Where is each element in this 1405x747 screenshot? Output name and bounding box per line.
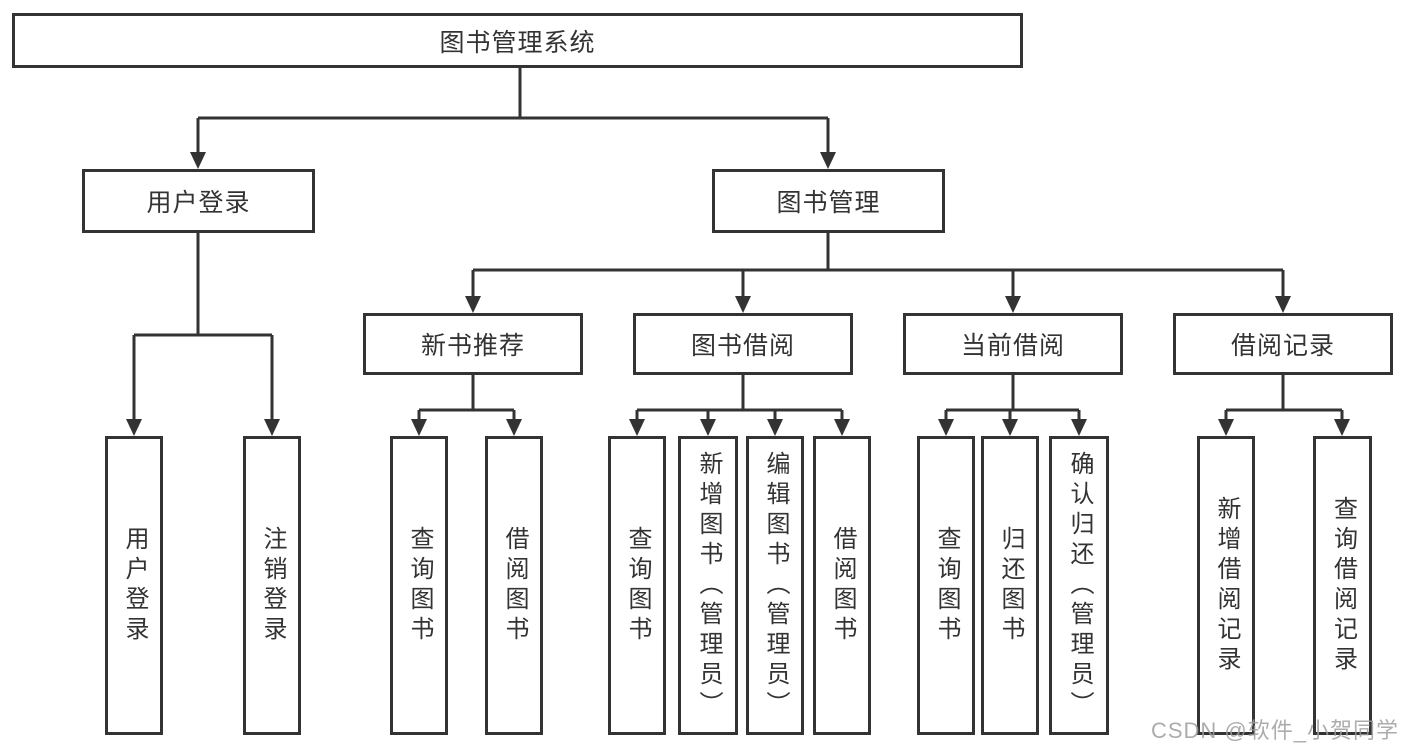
node-label: 图书管理: [776, 189, 881, 217]
node-label: 查询借阅记录: [1329, 495, 1357, 676]
node-borrow-books-borrowing: 借阅图书: [813, 436, 871, 735]
node-user-login: 用户登录: [82, 169, 315, 233]
node-add-books-admin: 新增图书（管理员）: [678, 436, 738, 735]
node-label: 新书推荐: [420, 332, 525, 360]
node-book-borrowing: 图书借阅: [633, 313, 853, 375]
node-label: 编辑图书（管理员）: [762, 450, 789, 721]
node-new-book-recommendation: 新书推荐: [363, 313, 583, 375]
node-label: 查询图书: [406, 525, 433, 646]
node-library-management-system: 图书管理系统: [12, 13, 1023, 68]
node-label: 借阅记录: [1230, 332, 1335, 360]
node-query-borrow-record: 查询借阅记录: [1313, 436, 1372, 735]
node-borrow-books-recommend: 借阅图书: [485, 436, 543, 735]
node-label: 当前借阅: [960, 332, 1065, 360]
node-label: 图书管理系统: [439, 28, 596, 57]
node-label: 查询图书: [624, 525, 651, 646]
node-query-books-borrowing: 查询图书: [608, 436, 666, 735]
node-label: 归还图书: [997, 525, 1024, 646]
node-label: 新增借阅记录: [1213, 495, 1240, 676]
node-label: 图书借阅: [690, 332, 795, 360]
node-query-books-current: 查询图书: [917, 436, 975, 735]
node-logout: 注销登录: [243, 436, 301, 735]
node-return-books: 归还图书: [981, 436, 1039, 735]
node-label: 查询图书: [933, 525, 960, 646]
node-label: 确认归还（管理员）: [1066, 450, 1093, 721]
node-add-borrow-record: 新增借阅记录: [1197, 436, 1255, 735]
node-confirm-return-admin: 确认归还（管理员）: [1049, 436, 1109, 735]
node-label: 注销登录: [259, 525, 286, 646]
node-label: 新增图书（管理员）: [695, 450, 722, 721]
node-current-borrowing: 当前借阅: [903, 313, 1123, 375]
node-label: 借阅图书: [829, 525, 856, 646]
node-query-books-recommend: 查询图书: [390, 436, 448, 735]
node-edit-books-admin: 编辑图书（管理员）: [746, 436, 804, 735]
node-label: 借阅图书: [501, 525, 528, 646]
node-label: 用户登录: [121, 525, 148, 646]
node-borrowing-records: 借阅记录: [1173, 313, 1393, 375]
node-user-login-leaf: 用户登录: [105, 436, 163, 735]
csdn-watermark: CSDN @软件_小贺同学: [1150, 718, 1399, 743]
node-book-management: 图书管理: [712, 169, 945, 233]
node-label: 用户登录: [146, 189, 251, 217]
